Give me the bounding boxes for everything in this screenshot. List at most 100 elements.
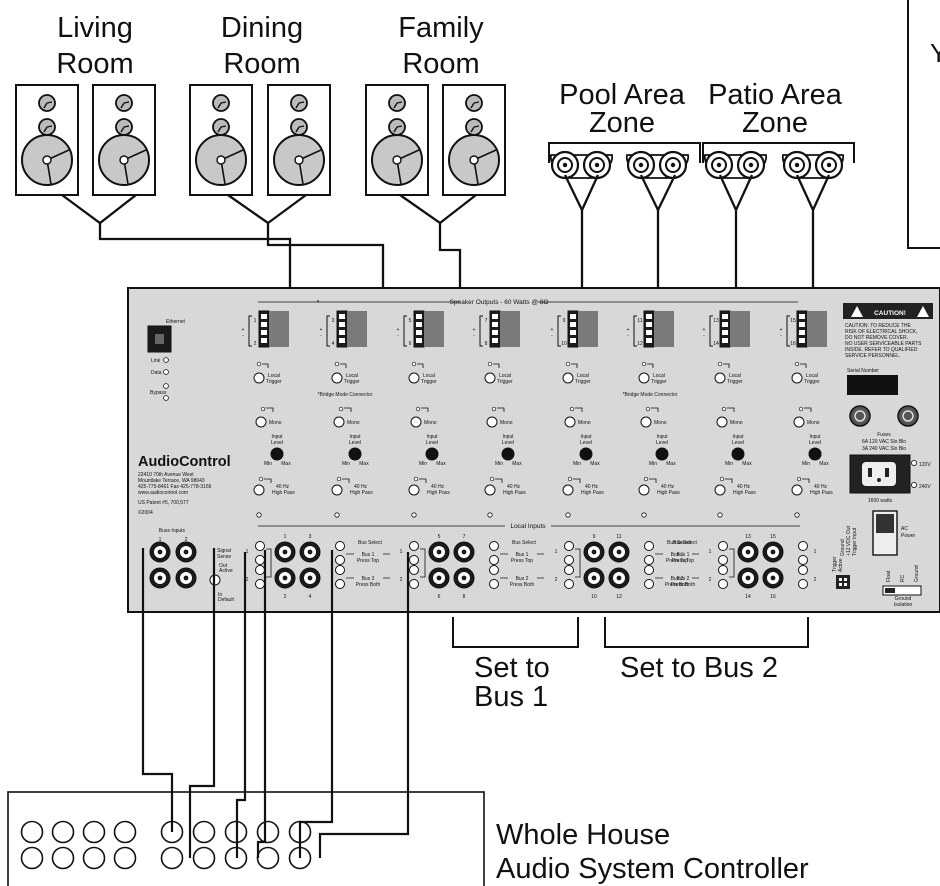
bus-select-button[interactable] — [409, 555, 419, 565]
high-pass-button[interactable] — [562, 484, 574, 496]
high-pass-button[interactable] — [484, 484, 496, 496]
svg-text:14: 14 — [745, 594, 751, 600]
bus-select-button[interactable] — [255, 541, 265, 551]
trigger-terminal[interactable] — [836, 575, 850, 589]
controller-output-jack[interactable] — [192, 846, 216, 870]
bus-select-button[interactable] — [644, 579, 654, 589]
local-trigger-button[interactable] — [791, 372, 803, 384]
local-trigger-button[interactable] — [331, 372, 343, 384]
bus-select-button[interactable] — [644, 541, 654, 551]
high-pass-button[interactable] — [714, 484, 726, 496]
bus-select-button[interactable] — [718, 555, 728, 565]
local-trigger-button[interactable] — [638, 372, 650, 384]
local-trigger-button[interactable] — [408, 372, 420, 384]
svg-text:Min: Min — [495, 461, 503, 467]
mono-button[interactable] — [564, 416, 576, 428]
mono-button[interactable] — [333, 416, 345, 428]
bus-select-button[interactable] — [718, 565, 728, 575]
high-pass-button[interactable] — [638, 484, 650, 496]
fuse-holder-2[interactable] — [897, 405, 919, 427]
local-trigger-button[interactable] — [562, 372, 574, 384]
bus-inputs-section: Buss Inputs 1 2 Signal Sense Out Active … — [159, 528, 235, 603]
mono-button[interactable] — [486, 416, 498, 428]
bus2-label: Bus 2 — [671, 576, 684, 582]
local-trigger-button[interactable] — [253, 372, 265, 384]
bus-select-button[interactable] — [255, 555, 265, 565]
input-level-knob[interactable] — [348, 447, 362, 461]
bus-select-button[interactable] — [798, 579, 808, 589]
bus-select-button[interactable] — [564, 565, 574, 575]
input-level-label-2: Level — [656, 440, 668, 446]
input-level-knob[interactable] — [501, 447, 515, 461]
bus-select-button[interactable] — [335, 565, 345, 575]
bus-select-button[interactable] — [489, 541, 499, 551]
bus1-label-2: Press Top — [666, 558, 688, 564]
input-level-knob[interactable] — [808, 447, 822, 461]
controller-output-jack[interactable] — [160, 846, 184, 870]
watts-label: 1600 watts — [868, 498, 893, 504]
signal-sense-in-2: Default — [218, 597, 234, 603]
fuse-holder-1[interactable] — [849, 405, 871, 427]
bus-select-button[interactable] — [564, 579, 574, 589]
bus-select-button[interactable] — [564, 555, 574, 565]
bus1-label-2: Press Top — [672, 558, 694, 564]
bus-select-button[interactable] — [798, 565, 808, 575]
high-pass-button[interactable] — [331, 484, 343, 496]
mono-button[interactable] — [640, 416, 652, 428]
controller-output-jack[interactable] — [256, 846, 280, 870]
channel-number-14: 14 — [713, 341, 719, 347]
svg-text:+: + — [320, 327, 323, 333]
bus-select-button[interactable] — [409, 565, 419, 575]
mono-button[interactable] — [410, 416, 422, 428]
dining-room-label-2: Room — [223, 48, 300, 80]
bus-select-button[interactable] — [335, 541, 345, 551]
input-level-knob[interactable] — [655, 447, 669, 461]
bus1-label: Bus 1 — [516, 552, 529, 558]
bus-select-button[interactable] — [489, 555, 499, 565]
bus-select-button[interactable] — [335, 555, 345, 565]
mono-button[interactable] — [255, 416, 267, 428]
bus-select-button[interactable] — [489, 565, 499, 575]
bus-select-button[interactable] — [255, 565, 265, 575]
bus-select-button[interactable] — [409, 579, 419, 589]
controller-jack — [113, 820, 137, 844]
bus-select-button[interactable] — [644, 555, 654, 565]
bus-select-button[interactable] — [489, 579, 499, 589]
bus-select-button[interactable] — [798, 541, 808, 551]
voltage-240-label: 240V — [919, 484, 931, 490]
bus-select-button[interactable] — [409, 541, 419, 551]
bus-select-button[interactable] — [335, 579, 345, 589]
bus-select-button[interactable] — [644, 565, 654, 575]
pool-zone-label-1: Pool Area — [559, 79, 686, 111]
high-pass-button[interactable] — [408, 484, 420, 496]
local-trigger-button[interactable] — [484, 372, 496, 384]
bus-select-button[interactable] — [798, 555, 808, 565]
input-level-knob[interactable] — [579, 447, 593, 461]
high-pass-button[interactable] — [253, 484, 265, 496]
svg-text:1: 1 — [555, 549, 558, 555]
bus-select-button[interactable] — [718, 541, 728, 551]
high-pass-label-2: High Pass — [272, 490, 295, 496]
bus-select-button[interactable] — [255, 579, 265, 589]
high-pass-button[interactable] — [791, 484, 803, 496]
local-trigger-button[interactable] — [714, 372, 726, 384]
mono-label: Mono — [654, 420, 667, 426]
svg-text:Min: Min — [264, 461, 272, 467]
high-pass-label-2: High Pass — [581, 490, 604, 496]
controller-output-jack[interactable] — [256, 820, 280, 844]
bus-select-button[interactable] — [718, 579, 728, 589]
controller-output-jack[interactable] — [192, 820, 216, 844]
bus-select-button[interactable] — [564, 541, 574, 551]
mono-button[interactable] — [793, 416, 805, 428]
mono-button[interactable] — [716, 416, 728, 428]
svg-text:Min: Min — [649, 461, 657, 467]
input-level-knob[interactable] — [731, 447, 745, 461]
address-line-4: www.audiocontrol.com — [138, 490, 188, 496]
controller-jack — [113, 846, 137, 870]
input-level-knob[interactable] — [425, 447, 439, 461]
input-level-knob[interactable] — [270, 447, 284, 461]
ground-isolation-switch[interactable] — [882, 585, 922, 596]
input-level-label-1: Input — [426, 434, 438, 440]
